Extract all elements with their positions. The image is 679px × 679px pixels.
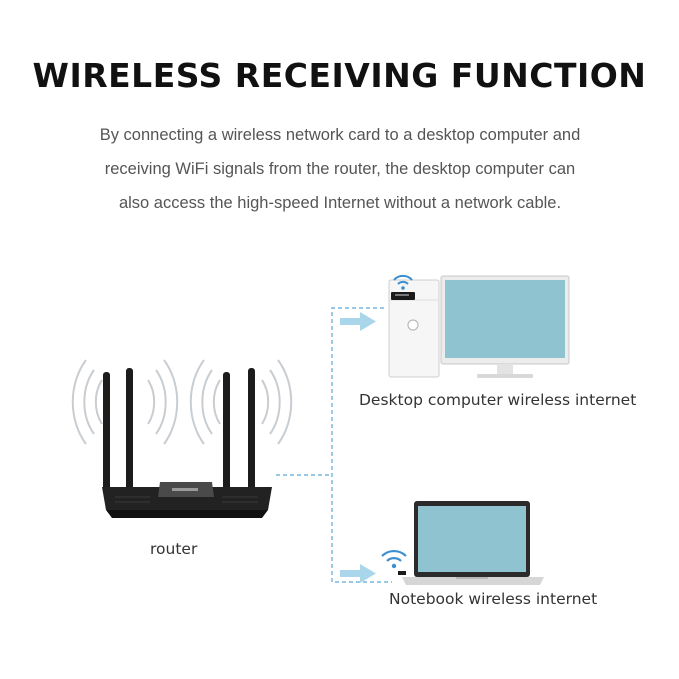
wireless-adapter-icon — [391, 292, 415, 300]
page-title: WIRELESS RECEIVING FUNCTION — [32, 56, 647, 95]
laptop-icon — [402, 501, 544, 585]
wifi-icon — [71, 359, 293, 445]
wifi-icon — [381, 549, 407, 569]
router-label: router — [150, 540, 198, 558]
monitor-icon — [440, 275, 570, 378]
description-line-2: receiving WiFi signals from the router, … — [104, 160, 576, 178]
description-line-1: By connecting a wireless network card to… — [99, 126, 581, 144]
desktop-computer-icon — [388, 279, 440, 378]
notebook-label: Notebook wireless internet — [389, 590, 598, 608]
wireless-adapter-icon — [398, 571, 406, 575]
arrow-right-icon — [340, 312, 376, 331]
description-line-3: also access the high-speed Internet with… — [118, 194, 562, 212]
description: By connecting a wireless network card to… — [40, 118, 640, 220]
connector-lines — [276, 307, 392, 583]
arrow-right-icon — [340, 564, 376, 583]
desktop-label: Desktop computer wireless internet — [359, 391, 637, 409]
router-icon — [102, 368, 272, 518]
wifi-icon — [393, 274, 413, 290]
